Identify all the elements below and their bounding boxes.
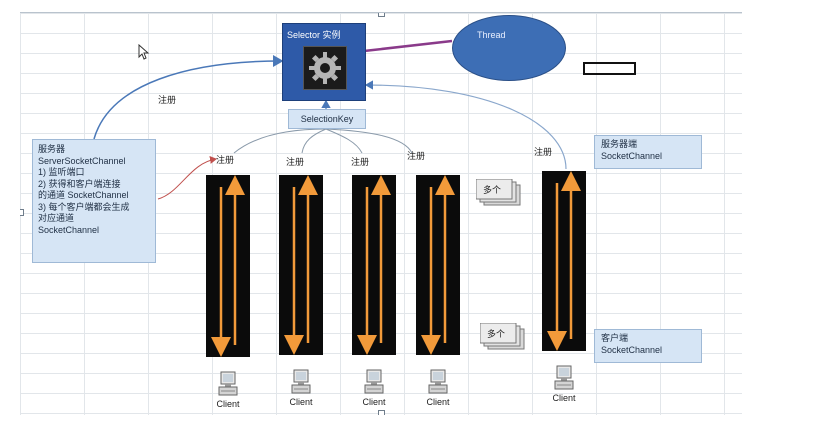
resize-handle-left[interactable] (20, 209, 24, 216)
client-side-line-0: 客户端 (601, 333, 629, 343)
socket-channel (279, 175, 323, 355)
bidirectional-arrow-icon (284, 175, 318, 355)
server-line-6: 对应通道 (38, 213, 75, 223)
server-side-line-0: 服务器端 (601, 139, 638, 149)
client-label: Client (216, 399, 240, 409)
server-register-curve (93, 55, 284, 140)
gear-icon (303, 46, 347, 90)
multi-label-bottom: 多个 (487, 329, 506, 339)
thread-ellipse: Thread (452, 15, 566, 81)
computer-icon (364, 369, 384, 394)
server-side-box: 服务器端 SocketChannel (594, 135, 702, 169)
multi-stack-top: 多个 (476, 179, 526, 209)
socket-channel (206, 175, 250, 357)
connector-layer (93, 39, 567, 200)
client-label: Client (362, 397, 386, 407)
channel-register-label: 注册 (351, 157, 370, 167)
multi-label-top: 多个 (483, 185, 502, 195)
client-node: Client (281, 369, 321, 407)
bidirectional-arrow-icon (211, 175, 245, 357)
client-label: Client (426, 397, 450, 407)
selector-register-label: 注册 (158, 95, 177, 105)
selector-thread-line (363, 39, 453, 53)
server-line-3: 2) 获得和客户端连接 (38, 178, 121, 189)
server-box: 服务器 ServerSocketChannel 1) 监听端口 2) 获得和客户… (32, 139, 156, 263)
computer-icon (428, 369, 448, 394)
channel-register-label: 注册 (216, 155, 235, 165)
mouse-cursor-icon (138, 44, 150, 60)
resize-handle-top[interactable] (378, 13, 385, 17)
resize-handle-bottom[interactable] (378, 410, 385, 415)
client-label: Client (289, 397, 313, 407)
server-line-5: 3) 每个客户端都会生成 (38, 201, 130, 212)
client-node: Client (208, 371, 248, 409)
bidirectional-arrow-icon (547, 171, 581, 351)
selectionkey-box: SelectionKey (288, 109, 366, 129)
socket-channel (416, 175, 460, 355)
selectionkey-label: SelectionKey (300, 114, 354, 124)
channel-register-label: 注册 (286, 157, 305, 167)
channel-register-label: 注册 (534, 147, 553, 157)
server-line-4: 的通道 SocketChannel (38, 190, 129, 200)
socket-channel (542, 171, 586, 351)
channel-register-label: 注册 (407, 151, 426, 161)
computer-icon (291, 369, 311, 394)
client-label: Client (552, 393, 576, 403)
client-node: Client (354, 369, 394, 407)
server-side-line-1: SocketChannel (601, 150, 663, 161)
bidirectional-arrow-icon (421, 175, 455, 355)
right-register-curve (364, 80, 567, 170)
client-node: Client (418, 369, 458, 407)
computer-icon (554, 365, 574, 390)
server-line-0: 服务器 (38, 144, 66, 154)
client-side-line-1: SocketChannel (601, 344, 663, 355)
selector-title: Selector 实例 (287, 30, 341, 40)
server-line-2: 1) 监听端口 (38, 167, 85, 177)
thread-label: Thread (477, 30, 506, 40)
bidirectional-arrow-icon (357, 175, 391, 355)
selector-box: Selector 实例 (282, 23, 366, 101)
diagram-canvas: Selector 实例 SelectionKey (20, 12, 742, 415)
server-line-1: ServerSocketChannel (38, 155, 126, 166)
selected-cell[interactable] (583, 62, 636, 75)
client-node: Client (544, 365, 584, 403)
server-channel-curve (157, 155, 217, 200)
computer-icon (218, 371, 238, 396)
multi-stack-bottom: 多个 (480, 323, 530, 353)
server-line-7: SocketChannel (38, 224, 100, 235)
socket-channel (352, 175, 396, 355)
client-side-box: 客户端 SocketChannel (594, 329, 702, 363)
